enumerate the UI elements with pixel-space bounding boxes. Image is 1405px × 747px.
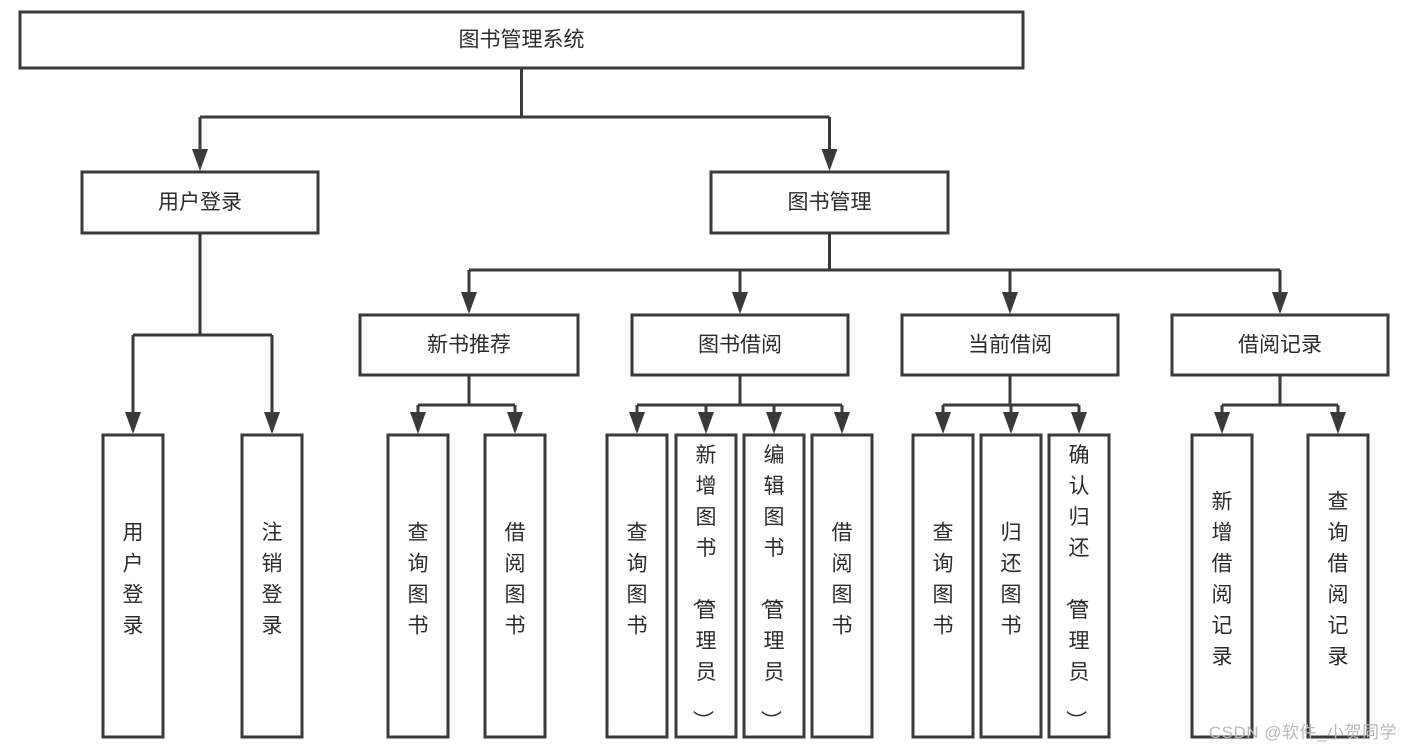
node-box [911, 433, 975, 739]
node-label: 查询图书 [408, 522, 429, 638]
arrowhead-icon [1002, 292, 1018, 314]
node-box [1190, 433, 1254, 739]
arrowhead-icon [461, 292, 477, 314]
diagram-node-l-query-book-a[interactable]: 查询图书 [386, 433, 450, 739]
diagram-node-l-add-record[interactable]: 新增借阅记录 [1190, 433, 1254, 739]
node-box [1170, 313, 1390, 377]
node-box [900, 313, 1120, 377]
arrowhead-icon [1003, 412, 1019, 434]
node-box [709, 170, 950, 235]
diagram-node-l-edit-book[interactable]: 编辑图书（管理员） [742, 433, 806, 739]
arrowhead-icon [1272, 292, 1288, 314]
node-label: 图书借阅 [698, 334, 782, 357]
diagram-node-n-borrow-record[interactable]: 借阅记录 [1170, 313, 1390, 377]
arrowhead-icon [1330, 412, 1346, 434]
node-label: 新书推荐 [427, 334, 511, 357]
arrowhead-icon [264, 412, 280, 434]
node-label: 借阅图书 [505, 522, 526, 638]
node-box [101, 433, 165, 739]
node-box [386, 433, 450, 739]
diagram-node-l-query-record[interactable]: 查询借阅记录 [1306, 433, 1370, 739]
diagram-node-n-book-borrow[interactable]: 图书借阅 [630, 313, 850, 377]
node-label: 编辑图书（管理员） [759, 444, 785, 731]
node-box [630, 313, 850, 377]
node-label: 借阅记录 [1238, 334, 1322, 357]
diagram-node-l-borrow-book-b[interactable]: 借阅图书 [810, 433, 874, 739]
arrowhead-icon [732, 292, 748, 314]
arrowhead-icon [766, 412, 782, 434]
arrowhead-icon [698, 412, 714, 434]
diagram-node-l-user-logout[interactable]: 注销登录 [240, 433, 304, 739]
node-label: 归还图书 [1001, 522, 1022, 638]
node-box [358, 313, 580, 377]
node-box [1047, 433, 1111, 739]
node-layer: 图书管理系统用户登录图书管理新书推荐图书借阅当前借阅借阅记录用户登录注销登录查询… [18, 10, 1390, 739]
arrowhead-icon [507, 412, 523, 434]
node-label: 新增借阅记录 [1212, 491, 1233, 669]
arrowhead-icon [1071, 412, 1087, 434]
arrowhead-icon [125, 412, 141, 434]
node-box [80, 170, 320, 235]
arrowhead-icon [192, 149, 208, 171]
diagram-node-l-borrow-book-a[interactable]: 借阅图书 [483, 433, 547, 739]
diagram-node-l-query-book-b[interactable]: 查询图书 [605, 433, 669, 739]
node-box [483, 433, 547, 739]
node-box [1306, 433, 1370, 739]
node-label: 当前借阅 [968, 334, 1052, 357]
node-label: 用户登录 [158, 191, 242, 214]
node-label: 用户登录 [123, 522, 144, 638]
diagram-node-root[interactable]: 图书管理系统 [18, 10, 1025, 70]
node-label: 查询图书 [627, 522, 648, 638]
node-box [605, 433, 669, 739]
diagram-node-n-book-mgmt[interactable]: 图书管理 [709, 170, 950, 235]
node-label: 查询图书 [933, 522, 954, 638]
diagram-node-l-add-book[interactable]: 新增图书（管理员） [674, 433, 738, 739]
node-box [810, 433, 874, 739]
diagram-node-l-return-book[interactable]: 归还图书 [979, 433, 1043, 739]
node-box [674, 433, 738, 739]
node-label: 注销登录 [262, 522, 283, 638]
arrowhead-icon [410, 412, 426, 434]
node-box [240, 433, 304, 739]
node-label: 图书管理 [788, 191, 872, 214]
diagram-node-l-query-book-c[interactable]: 查询图书 [911, 433, 975, 739]
diagram-node-n-new-book-rec[interactable]: 新书推荐 [358, 313, 580, 377]
diagram-node-n-user-login[interactable]: 用户登录 [80, 170, 320, 235]
node-label: 新增图书（管理员） [691, 444, 717, 731]
diagram-node-l-user-login[interactable]: 用户登录 [101, 433, 165, 739]
node-label: 查询借阅记录 [1328, 491, 1349, 669]
diagram-node-n-current-borrow[interactable]: 当前借阅 [900, 313, 1120, 377]
arrowhead-icon [821, 149, 838, 171]
node-box [742, 433, 806, 739]
node-box [979, 433, 1043, 739]
connector-layer [125, 68, 1346, 434]
arrowhead-icon [834, 412, 850, 434]
arrowhead-icon [629, 412, 645, 434]
node-label: 图书管理系统 [459, 29, 585, 52]
arrowhead-icon [935, 412, 951, 434]
node-label: 借阅图书 [832, 522, 853, 638]
diagram-node-l-confirm-return[interactable]: 确认归还（管理员） [1047, 433, 1111, 739]
node-label: 确认归还（管理员） [1064, 444, 1090, 731]
arrowhead-icon [1214, 412, 1230, 434]
node-box [18, 10, 1025, 70]
